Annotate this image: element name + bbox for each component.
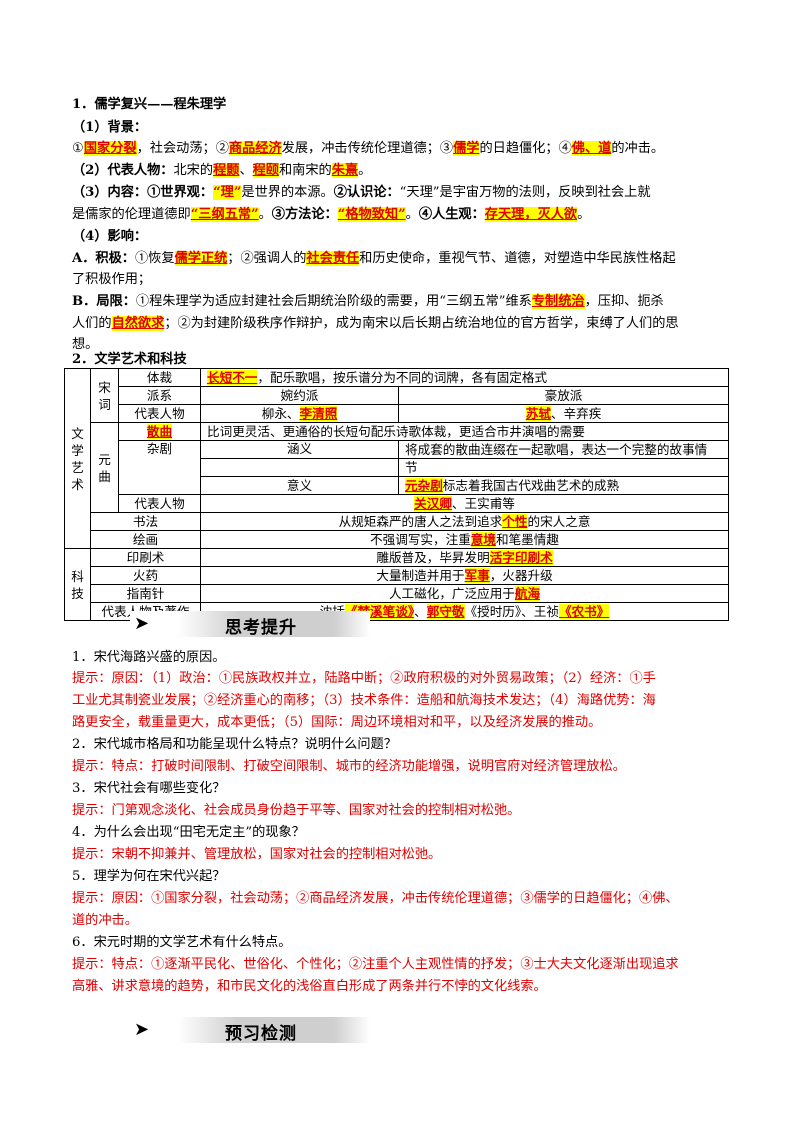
influence-label: （4）影响： bbox=[72, 229, 148, 244]
genre-cell: 体裁 bbox=[118, 368, 201, 387]
question-4: 4．为什么会出现“田宅无定主”的现象？ bbox=[72, 825, 305, 840]
table-row: 杂剧 涵义 将成套的散曲连缀在一起歌唱，表达一个完整的故事情 bbox=[65, 440, 730, 495]
table-row: 文学艺术 宋词 体裁 长短不一，配乐歌唱，按乐谱分为不同的词牌，各有固定格式 bbox=[64, 368, 730, 549]
calligraphy-cell: 书法 bbox=[90, 512, 201, 531]
answer-1-line-2: 工业尤其制瓷业发展；②经济重心的南移；（3）技术条件：造船和航海技术发达；（4）… bbox=[72, 693, 656, 708]
haofang-school: 豪放派 bbox=[397, 386, 730, 405]
calligraphy-value: 从规矩森严的唐人之法到追求个性的宋人之意 bbox=[199, 512, 730, 531]
background-text: ①国家分裂，社会动荡；②商品经济发展，冲击传统伦理道德；③儒学的日趋僵化；④佛、… bbox=[72, 141, 665, 156]
negative-line-1: B．局限：①程朱理学为适应封建社会后期统治阶级的需要，用“三纲五常”维系专制统治… bbox=[72, 294, 664, 309]
science-label: 科技 bbox=[64, 548, 91, 621]
meaning-value-1: 将成套的散曲连缀在一起歌唱，表达一个完整的故事情 bbox=[397, 440, 730, 459]
answer-4: 提示：宋朝不抑兼并、管理放松，国家对社会的控制相对松弛。 bbox=[72, 847, 442, 862]
gunpowder-cell: 火药 bbox=[90, 566, 201, 585]
table-row: 绘画 不强调写实，注重意境和笔墨情趣 bbox=[65, 530, 730, 549]
table-row: 节 bbox=[65, 458, 730, 477]
table-row: 科技 印刷术 雕版普及，毕昇发明活字印刷术 bbox=[64, 548, 730, 621]
arrow-icon: ➤ bbox=[134, 1019, 150, 1040]
answer-2: 提示：特点：打破时间限制、打破空间限制、城市的经济功能增强，说明官府对经济管理放… bbox=[72, 759, 626, 774]
yuanqu-label: 元曲 bbox=[90, 422, 119, 513]
question-1: 1．宋代海路兴盛的原因。 bbox=[72, 650, 226, 665]
literature-science-table: 文学艺术 宋词 体裁 长短不一，配乐歌唱，按乐谱分为不同的词牌，各有固定格式 派… bbox=[64, 368, 730, 621]
background-label: （1）背景： bbox=[72, 120, 148, 135]
section-title-preview: 预习检测 bbox=[225, 1024, 297, 1044]
table-row: 代表人物 关汉卿、王实甫等 bbox=[65, 494, 730, 513]
zaju-cell: 杂剧 bbox=[118, 440, 201, 495]
content-line-1: （3）内容：①世界观：“理”是世界的本源。②认识论：“天理”是宇宙万物的法则，反… bbox=[72, 185, 651, 200]
songci-label: 宋词 bbox=[90, 368, 119, 423]
compass-cell: 指南针 bbox=[90, 584, 201, 603]
table-row: 元曲 散曲 比词更灵活、更通俗的长短句配乐诗歌体裁，更适合市井演唱的需要 bbox=[65, 422, 730, 513]
significance-cell: 意义 bbox=[200, 476, 399, 495]
section-header-preview: ➤ 预习检测 bbox=[130, 1017, 370, 1044]
negative-line-3: 想。 bbox=[72, 337, 99, 352]
table-row: 派系 婉约派 豪放派 bbox=[65, 386, 730, 405]
school-cell: 派系 bbox=[118, 386, 201, 405]
haofang-people: 苏轼、辛弃疾 bbox=[397, 404, 730, 423]
section-title-think: 思考提升 bbox=[225, 618, 297, 638]
gunpowder-value: 大量制造并用于军事，火器升级 bbox=[199, 566, 730, 585]
answer-1-line-1: 提示：原因：（1）政治：①民族政权并立，陆路中断；②政府积极的对外贸易政策；（2… bbox=[72, 671, 656, 686]
question-5: 5．理学为何在宋代兴起？ bbox=[72, 869, 226, 884]
negative-line-2: 人们的自然欲求；②为封建阶级秩序作辩护，成为南宋以后长期占统治地位的官方哲学，束… bbox=[72, 316, 679, 331]
question-2: 2．宋代城市格局和功能呈现什么特点？说明什么问题？ bbox=[72, 737, 397, 752]
question-6: 6．宋元时期的文学艺术有什么特点。 bbox=[72, 935, 292, 950]
answer-5-line-1: 提示：原因：①国家分裂，社会动荡；②商品经济发展，冲击传统伦理道德；③儒学的日趋… bbox=[72, 891, 679, 906]
table-row: 指南针 人工磁化，广泛应用于航海 bbox=[65, 584, 730, 603]
section-1-title: 1．儒学复兴——程朱理学 bbox=[72, 97, 227, 112]
wanyue-school: 婉约派 bbox=[200, 386, 399, 405]
table-row: 火药 大量制造并用于军事，火器升级 bbox=[65, 566, 730, 585]
yuan-representatives-cell: 代表人物 bbox=[118, 494, 201, 513]
table-row: 书法 从规矩森严的唐人之法到追求个性的宋人之意 bbox=[65, 512, 730, 531]
question-3: 3．宋代社会有哪些变化？ bbox=[72, 781, 226, 796]
significance-value: 元杂剧标志着我国古代戏曲艺术的成熟 bbox=[397, 476, 730, 495]
compass-value: 人工磁化，广泛应用于航海 bbox=[199, 584, 730, 603]
meaning-cell-cont bbox=[200, 458, 399, 477]
sanqu-cell: 散曲 bbox=[118, 422, 201, 441]
answer-1-line-3: 路更安全，载重量更大，成本更低；（5）国际：周边环境相对和平，以及经济发展的推动… bbox=[72, 715, 602, 730]
genre-value: 长短不一，配乐歌唱，按乐谱分为不同的词牌，各有固定格式 bbox=[199, 368, 730, 387]
printing-value: 雕版普及，毕昇发明活字印刷术 bbox=[199, 548, 730, 567]
yuan-people: 关汉卿、王实甫等 bbox=[199, 494, 730, 513]
section-header-think: ➤ 思考提升 bbox=[130, 611, 370, 638]
meaning-value-2: 节 bbox=[397, 458, 730, 477]
painting-cell: 绘画 bbox=[90, 530, 201, 549]
section-2-title: 2．文学艺术和科技 bbox=[72, 352, 187, 367]
table-row: 代表人物 柳永、李清照 苏轼、辛弃疾 bbox=[65, 404, 730, 423]
answer-6-line-1: 提示：特点：①逐渐平民化、世俗化、个性化；②注重个人主观性情的抒发；③士大夫文化… bbox=[72, 957, 679, 972]
meaning-cell: 涵义 bbox=[200, 440, 399, 459]
wanyue-people: 柳永、李清照 bbox=[200, 404, 399, 423]
arrow-icon: ➤ bbox=[134, 613, 150, 634]
representatives-cell: 代表人物 bbox=[118, 404, 201, 423]
answer-5-line-2: 道的冲击。 bbox=[72, 913, 138, 928]
content-line-2: 是儒家的伦理道德即“三纲五常”。③方法论：“格物致知”。④人生观：存天理，灭人欲… bbox=[72, 207, 591, 222]
literature-art-label: 文学艺术 bbox=[64, 368, 91, 549]
positive-line-2: 了积极作用； bbox=[72, 272, 152, 287]
painting-value: 不强调写实，注重意境和笔墨情趣 bbox=[199, 530, 730, 549]
representatives-text: （2）代表人物：北宋的程颢、程颐和南宋的朱熹。 bbox=[72, 163, 372, 178]
positive-line-1: A．积极：①恢复儒学正统；②强调人的社会责任和历史使命，重视气节、道德，对塑造中… bbox=[72, 251, 676, 266]
printing-cell: 印刷术 bbox=[90, 548, 201, 567]
answer-6-line-2: 高雅、讲求意境的趋势，和市民文化的浅俗直白形成了两条并行不悖的文化线索。 bbox=[72, 979, 547, 994]
answer-3: 提示：门第观念淡化、社会成员身份趋于平等、国家对社会的控制相对松弛。 bbox=[72, 803, 521, 818]
table-row: 意义 元杂剧标志着我国古代戏曲艺术的成熟 bbox=[65, 476, 730, 495]
sanqu-value: 比词更灵活、更通俗的长短句配乐诗歌体裁，更适合市井演唱的需要 bbox=[199, 422, 730, 441]
